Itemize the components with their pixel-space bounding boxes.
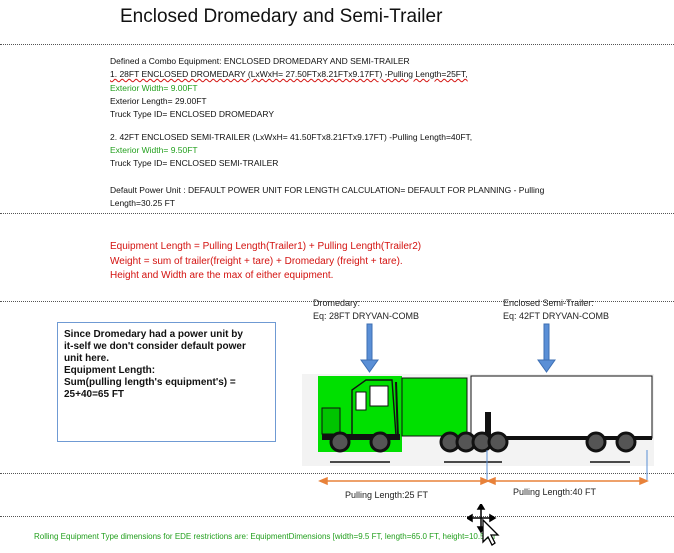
wheel-icons (331, 433, 635, 451)
dromedary-length: Exterior Length= 29.00FT (110, 96, 207, 108)
note-line: Since Dromedary had a power unit by (64, 329, 269, 341)
arrow-down-icon (361, 324, 378, 372)
formula-weight: Weight = sum of trailer(freight + tare) … (110, 255, 403, 269)
pulling-length-measure-2 (488, 478, 647, 484)
note-line: it-self we don't consider default power (64, 341, 269, 353)
note-line: Equipment Length: (64, 365, 269, 377)
semi-trailer (468, 376, 652, 440)
move-cursor-icon (467, 504, 501, 546)
pulling-length-label-1: Pulling Length:25 FT (345, 489, 428, 501)
default-power-unit: Default Power Unit : DEFAULT POWER UNIT … (110, 185, 544, 197)
default-power-unit-length: Length=30.25 FT (110, 198, 175, 210)
dromedary-width: Exterior Width= 9.00FT (110, 83, 198, 95)
page-title: Enclosed Dromedary and Semi-Trailer (120, 6, 442, 28)
dromedary-spec: 1. 28FT ENCLOSED DROMEDARY (LxWxH= 27.50… (110, 69, 468, 81)
semi-trailer-truck-type: Truck Type ID= ENCLOSED SEMI-TRAILER (110, 158, 278, 170)
explanation-note-box: Since Dromedary had a power unit by it-s… (57, 322, 276, 442)
dromedary-label: Dromedary: (313, 297, 360, 309)
section-divider (0, 44, 674, 45)
note-line: Sum(pulling length's equipment's) = (64, 377, 269, 389)
note-line: unit here. (64, 353, 269, 365)
formula-length: Equipment Length = Pulling Length(Traile… (110, 240, 421, 254)
note-line: 25+40=65 FT (64, 389, 269, 401)
combo-definition: Defined a Combo Equipment: ENCLOSED DROM… (110, 56, 410, 68)
truck-diagram (300, 320, 660, 500)
formula-height-width: Height and Width are the max of either e… (110, 269, 333, 283)
dromedary-truck-type: Truck Type ID= ENCLOSED DROMEDARY (110, 109, 274, 121)
section-divider (0, 516, 674, 517)
section-divider (0, 213, 674, 214)
pulling-length-label-2: Pulling Length:40 FT (513, 486, 596, 498)
semi-trailer-label: Enclosed Semi-Trailer: (503, 297, 594, 309)
pulling-length-measure-1 (320, 478, 488, 484)
footer-dimensions: Rolling Equipment Type dimensions for ED… (34, 532, 497, 541)
semi-trailer-width: Exterior Width= 9.50FT (110, 145, 198, 157)
arrow-down-icon (538, 324, 555, 372)
semi-trailer-spec: 2. 42FT ENCLOSED SEMI-TRAILER (LxWxH= 41… (110, 132, 472, 144)
